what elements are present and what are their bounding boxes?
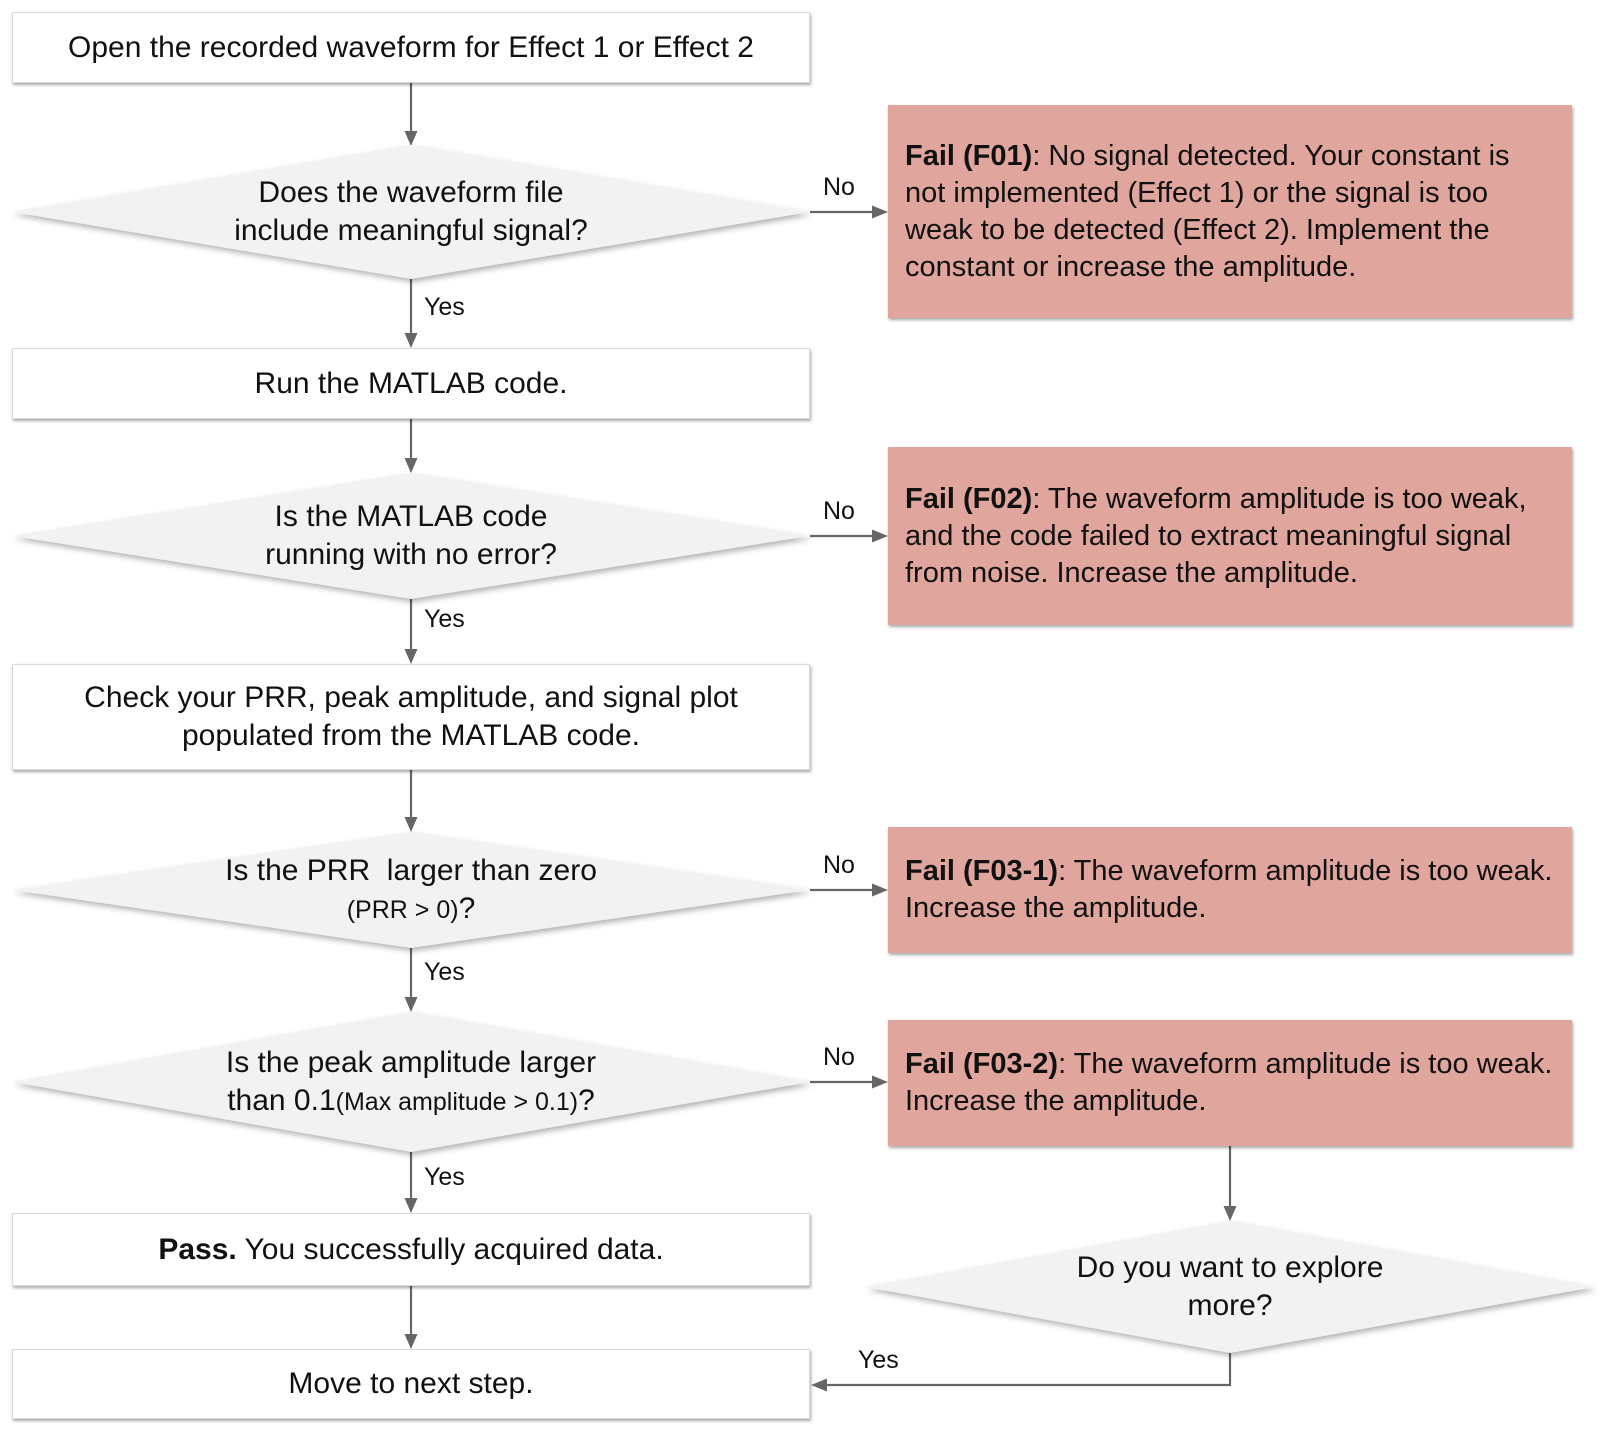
error-decision-diamond: Is the MATLAB code running with no error… bbox=[12, 473, 810, 599]
run-matlab-box: Run the MATLAB code. bbox=[12, 348, 810, 419]
peak-condition: (Max amplitude > 0.1) bbox=[335, 1087, 579, 1116]
fail-f03-2-text: Fail (F03-2): The waveform amplitude is … bbox=[905, 1046, 1555, 1120]
prr-decision-diamond: Is the PRR larger than zero (PRR > 0)? bbox=[12, 832, 810, 948]
connector-error-to-f02 bbox=[810, 529, 888, 543]
fail-f03-1-body: : The waveform amplitude is too weak. In… bbox=[905, 855, 1553, 924]
fail-f02-label: Fail (F02) bbox=[905, 482, 1033, 515]
fail-f03-1-box: Fail (F03-1): The waveform amplitude is … bbox=[888, 827, 1572, 953]
peak-decision-line2: than 0.1(Max amplitude > 0.1)? bbox=[227, 1082, 595, 1121]
peak-question-mark: ? bbox=[578, 1083, 595, 1117]
peak-decision-diamond: Is the peak amplitude larger than 0.1(Ma… bbox=[12, 1012, 810, 1152]
fail-f03-2-body: : The waveform amplitude is too weak. In… bbox=[905, 1048, 1553, 1117]
fail-f03-1-text: Fail (F03-1): The waveform amplitude is … bbox=[905, 853, 1555, 927]
move-next-step-box: Move to next step. bbox=[12, 1349, 810, 1419]
connector-prr-to-f03-1 bbox=[810, 883, 888, 897]
pass-box-text: Pass. You successfully acquired data. bbox=[158, 1231, 663, 1269]
connector-peak-to-pass bbox=[404, 1152, 418, 1213]
signal-decision-line2: include meaningful signal? bbox=[234, 214, 588, 247]
signal-decision-line1: Does the waveform file bbox=[258, 176, 564, 209]
move-next-step-text: Move to next step. bbox=[288, 1367, 534, 1400]
edge-label-no-error: No bbox=[823, 497, 855, 525]
prr-question-mark: ? bbox=[458, 891, 476, 925]
connector-signal-to-f01 bbox=[810, 205, 888, 219]
start-box: Open the recorded waveform for Effect 1 … bbox=[12, 12, 810, 83]
edge-label-yes-explore: Yes bbox=[858, 1346, 899, 1374]
edge-label-yes-prr: Yes bbox=[424, 958, 465, 986]
fail-f01-text: Fail (F01): No signal detected. Your con… bbox=[905, 138, 1555, 286]
edge-label-no-signal: No bbox=[823, 173, 855, 201]
signal-decision-diamond: Does the waveform file include meaningfu… bbox=[12, 145, 810, 279]
prr-decision-line1: Is the PRR larger than zero bbox=[225, 853, 597, 887]
pass-label: Pass. bbox=[158, 1232, 237, 1266]
explore-decision-line2: more? bbox=[1187, 1289, 1273, 1322]
edge-label-yes-peak: Yes bbox=[424, 1163, 465, 1191]
check-outputs-line2: populated from the MATLAB code. bbox=[181, 719, 641, 752]
run-matlab-text: Run the MATLAB code. bbox=[254, 366, 568, 400]
check-outputs-line1: Check your PRR, peak amplitude, and sign… bbox=[84, 681, 738, 714]
fail-f01-box: Fail (F01): No signal detected. Your con… bbox=[888, 105, 1572, 318]
fail-f03-1-label: Fail (F03-1) bbox=[905, 855, 1059, 887]
fail-f01-body: : No signal detected. Your constant is n… bbox=[905, 139, 1510, 283]
connector-error-to-check bbox=[404, 599, 418, 664]
edge-label-no-peak: No bbox=[823, 1043, 855, 1071]
connector-run-to-error bbox=[404, 419, 418, 473]
edge-label-no-prr: No bbox=[823, 851, 855, 879]
fail-f03-2-box: Fail (F03-2): The waveform amplitude is … bbox=[888, 1020, 1572, 1146]
connector-f03-2-to-explore bbox=[1223, 1146, 1237, 1221]
explore-decision-diamond: Do you want to explore more? bbox=[865, 1221, 1595, 1353]
connector-peak-to-f03-2 bbox=[810, 1075, 888, 1089]
connector-check-to-prr bbox=[404, 770, 418, 832]
fail-f03-2-label: Fail (F03-2) bbox=[905, 1048, 1059, 1080]
connector-prr-to-peak bbox=[404, 948, 418, 1012]
fail-f02-text: Fail (F02): The waveform amplitude is to… bbox=[905, 481, 1555, 592]
error-decision-line1: Is the MATLAB code bbox=[274, 500, 548, 533]
check-outputs-box: Check your PRR, peak amplitude, and sign… bbox=[12, 664, 810, 770]
pass-text: You successfully acquired data. bbox=[236, 1232, 664, 1266]
peak-threshold: than 0.1 bbox=[227, 1083, 336, 1117]
start-box-text: Open the recorded waveform for Effect 1 … bbox=[68, 30, 754, 64]
fail-f02-box: Fail (F02): The waveform amplitude is to… bbox=[888, 447, 1572, 625]
fail-f02-body: : The waveform amplitude is too weak, an… bbox=[905, 482, 1527, 589]
error-decision-line2: running with no error? bbox=[265, 538, 557, 571]
explore-decision-line1: Do you want to explore bbox=[1076, 1251, 1384, 1284]
peak-decision-line1: Is the peak amplitude larger bbox=[225, 1045, 597, 1079]
fail-f01-label: Fail (F01) bbox=[905, 139, 1033, 172]
edge-label-yes-error: Yes bbox=[424, 605, 465, 633]
prr-condition: (PRR > 0) bbox=[346, 895, 459, 924]
connector-signal-to-run bbox=[404, 279, 418, 348]
edge-label-yes-signal: Yes bbox=[424, 293, 465, 321]
connector-pass-to-move bbox=[404, 1286, 418, 1349]
connector-start-to-signal bbox=[404, 83, 418, 146]
prr-decision-line2: (PRR > 0)? bbox=[347, 890, 476, 929]
pass-box: Pass. You successfully acquired data. bbox=[12, 1213, 810, 1286]
